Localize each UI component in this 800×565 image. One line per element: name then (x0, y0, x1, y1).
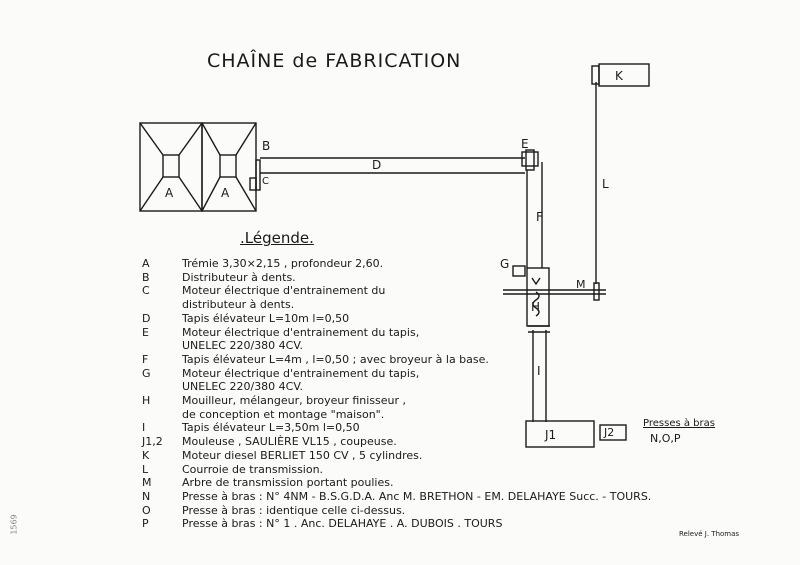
legend-key: P (142, 517, 149, 531)
label-m: M (576, 278, 586, 291)
label-d: D (372, 158, 382, 172)
legend-text: Moteur électrique d'entrainement du (182, 284, 386, 298)
legend-key: E (142, 325, 149, 339)
legend-key: K (142, 448, 150, 462)
motor-e (521, 151, 539, 167)
diagram-title: CHAÎNE de FABRICATION (207, 50, 462, 72)
legend-heading: .Légende. (240, 229, 314, 247)
label-j2: J2 (604, 426, 615, 439)
legend-text: Tapis élévateur L=3,50m l=0,50 (182, 421, 360, 435)
legend-text: Moteur diesel BERLIET 150 CV , 5 cylindr… (182, 448, 423, 462)
conveyor-f (526, 162, 543, 268)
legend-text: UNELEC 220/380 4CV. (182, 380, 303, 394)
cutter-j2 (599, 424, 627, 441)
label-c: C (262, 176, 269, 187)
legend-text: Trémie 3,30×2,15 , profondeur 2,60. (182, 257, 384, 270)
credit-signature: Relevé J. Thomas (679, 530, 740, 538)
label-l: L (602, 177, 609, 191)
legend-text: Tapis élévateur L=4m , l=0,50 ; avec bro… (182, 352, 489, 366)
legend-key: D (142, 311, 151, 325)
legend-text: distributeur à dents. (182, 298, 295, 312)
shaft-m (503, 282, 606, 301)
motor-g (512, 265, 526, 277)
legend-text: Moteur électrique d'entrainement du tapi… (182, 325, 420, 339)
motor-c (249, 177, 257, 191)
margin-note: 1569 (9, 514, 19, 535)
legend-text: de conception et montage "maison". (182, 407, 385, 421)
legend-text: Arbre de transmission portant poulies. (182, 476, 394, 490)
distributor-b (255, 159, 261, 191)
legend-key: F (142, 352, 149, 366)
label-a2: A (221, 186, 230, 200)
legend-text: Moteur électrique d'entrainement du tapi… (182, 366, 420, 380)
label-g: G (500, 257, 510, 271)
legend-text: Presse à bras : N° 4NM - B.S.G.D.A. Anc … (182, 489, 652, 503)
legend-key: M (142, 476, 152, 490)
legend-key: B (142, 270, 150, 284)
conveyor-d (260, 157, 525, 174)
legend-text: Presse à bras : N° 1 . Anc. DELAHAYE . A… (182, 517, 503, 531)
legend-text: UNELEC 220/380 4CV. (182, 339, 303, 353)
legend-text: Presse à bras : identique celle ci-dessu… (182, 503, 406, 517)
legend-key: G (142, 366, 151, 380)
legend-key: A (142, 257, 150, 270)
legend-text: Mouleuse , SAULIÈRE VL15 , coupeuse. (182, 435, 397, 449)
label-f: F (536, 210, 543, 224)
motor-k (598, 63, 650, 87)
conveyor-i (528, 325, 550, 422)
legend-key: L (142, 462, 149, 476)
legend-text: Tapis élévateur L=10m l=0,50 (182, 311, 350, 325)
label-k: K (615, 69, 623, 83)
mixer-h (526, 267, 550, 327)
legend-text: Mouilleur, mélangeur, broyeur finisseur … (182, 394, 407, 407)
label-b: B (262, 139, 271, 153)
label-a1: A (165, 186, 174, 200)
presses-heading: Presses à bras (643, 418, 715, 429)
presses-value: N,O,P (650, 432, 681, 445)
legend-text: Courroie de transmission. (182, 462, 324, 476)
legend-key: I (142, 421, 146, 435)
legend-key: C (142, 284, 150, 298)
moulder-j1 (525, 420, 595, 448)
legend-key: H (142, 394, 151, 407)
legend-text: Distributeur à dents. (182, 270, 296, 284)
legend-key: J1,2 (142, 435, 163, 449)
label-e: E (521, 137, 529, 151)
label-i: I (537, 364, 541, 378)
legend-key: N (142, 489, 151, 503)
label-h: H (531, 300, 541, 314)
legend-key: O (142, 503, 151, 517)
label-j1: J1 (545, 428, 557, 442)
